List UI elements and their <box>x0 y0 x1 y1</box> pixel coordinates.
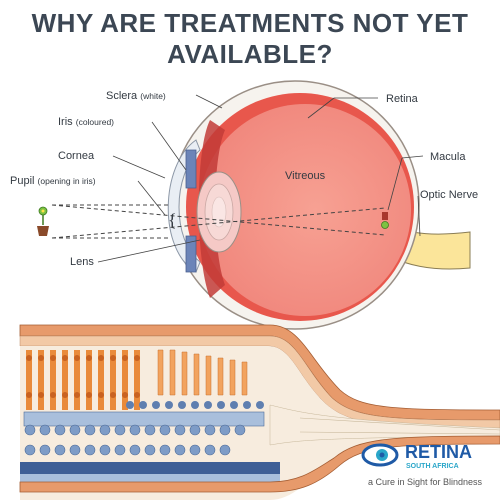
macula-flower-image <box>381 221 389 229</box>
label-retina: Retina <box>386 93 419 105</box>
logo-word: RETINA <box>405 442 472 462</box>
label-sclera: Sclera (white) <box>106 90 166 102</box>
vitreous-body <box>199 104 411 316</box>
label-pupil: Pupil (opening in iris) <box>10 175 96 187</box>
title-line-2: AVAILABLE? <box>167 39 333 69</box>
macula-marker <box>382 212 388 220</box>
label-macula: Macula <box>430 151 466 163</box>
retina-cross-section <box>19 324 500 500</box>
eyeball <box>167 80 471 330</box>
label-iris: Iris (coloured) <box>58 116 114 128</box>
logo-tagline: a Cure in Sight for Blindness <box>368 477 483 487</box>
flower-pot-icon <box>37 206 49 236</box>
page-title: WHY ARE TREATMENTS NOT YET AVAILABLE? <box>0 8 500 70</box>
label-optic-nerve: Optic Nerve <box>420 189 478 201</box>
svg-text:{: { <box>168 210 177 230</box>
logo-sub: SOUTH AFRICA <box>406 463 459 470</box>
label-lens: Lens <box>70 256 94 268</box>
label-vitreous: Vitreous <box>285 170 326 182</box>
label-cornea: Cornea <box>58 150 95 162</box>
retina-south-africa-logo: RETINA SOUTH AFRICA a Cure in Sight for … <box>361 442 483 487</box>
title-line-1: WHY ARE TREATMENTS NOT YET <box>31 8 469 38</box>
